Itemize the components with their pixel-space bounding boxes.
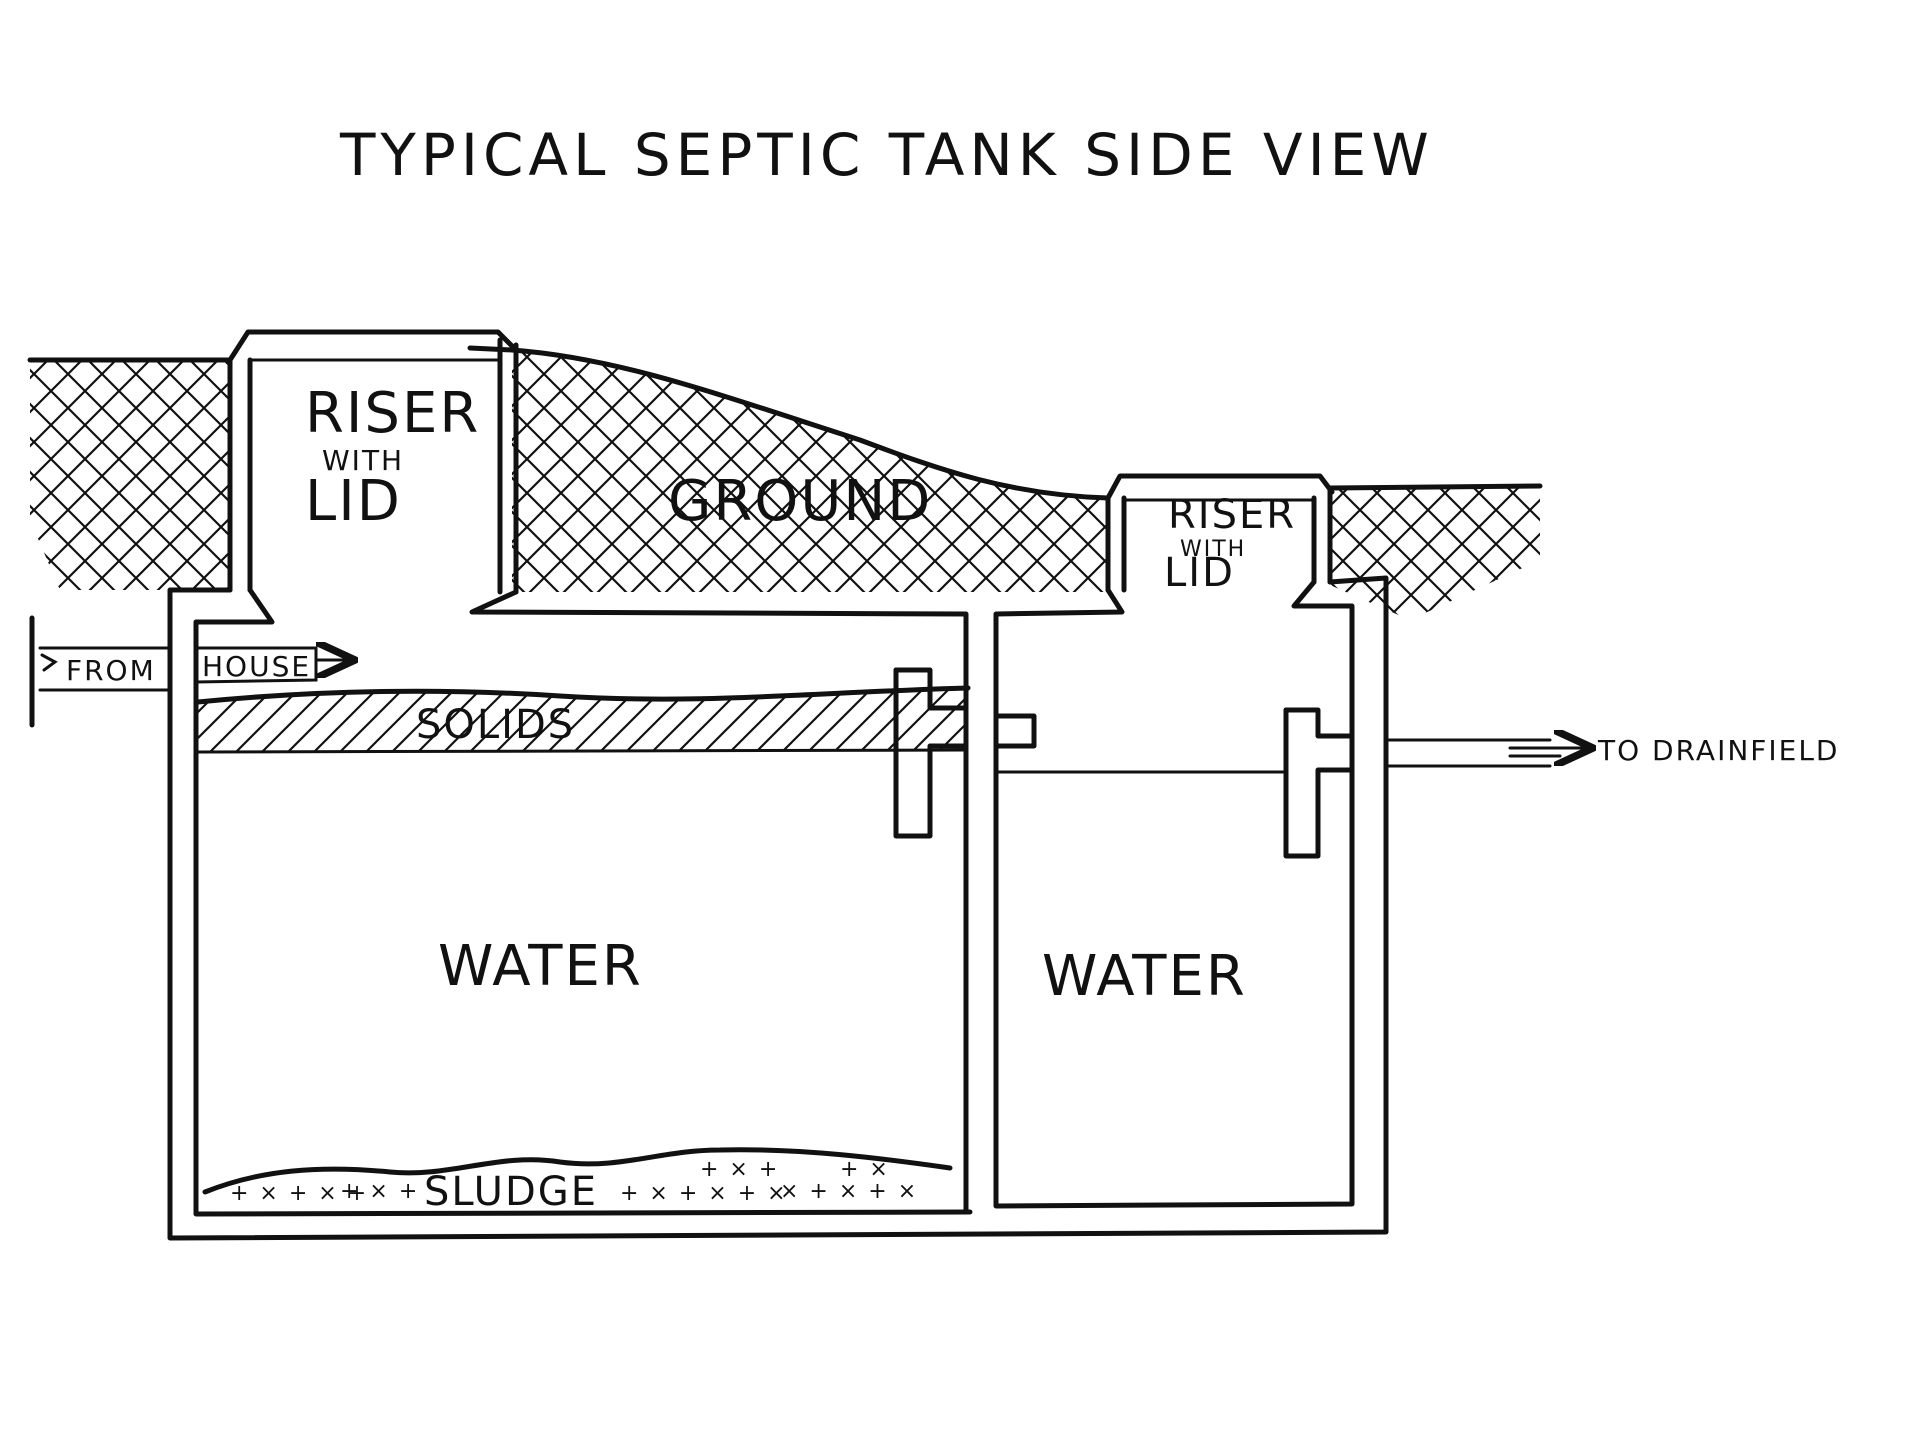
riser-left — [227, 329, 519, 595]
svg-text:× + × + ×: × + × + × — [780, 1179, 918, 1204]
solids-label: SOLIDS — [416, 702, 575, 748]
inlet-house-label: HOUSE — [202, 650, 311, 683]
riser-right-with-label: WITH — [1180, 537, 1246, 562]
diagram-title: TYPICAL SEPTIC TANK SIDE VIEW — [339, 121, 1434, 189]
outlet-pipe — [1384, 740, 1590, 768]
sludge-label: SLUDGE — [424, 1169, 598, 1215]
ground-right — [1330, 488, 1540, 620]
riser-right-label: RISER — [1168, 492, 1296, 538]
water-left-label: WATER — [438, 934, 643, 999]
svg-text:+ × +: + × + — [700, 1157, 779, 1182]
outlet-tee — [1283, 707, 1355, 859]
ground-soil — [27, 345, 1543, 620]
ground-surface-right — [1327, 483, 1543, 491]
svg-text:+ × + × + ×: + × + × + × — [620, 1181, 788, 1206]
riser-left-with-label: WITH — [322, 444, 404, 477]
wall-pass-through — [993, 713, 1287, 774]
tank-outer-wall — [167, 575, 1389, 1241]
ground-middle — [512, 350, 1108, 592]
riser-left-label: RISER — [305, 381, 480, 446]
water-right-label: WATER — [1042, 944, 1247, 1009]
riser-right — [1105, 473, 1335, 593]
ground-left — [30, 360, 230, 590]
ground-surface-middle — [467, 345, 1111, 501]
riser-right-lid-label: LID — [1164, 550, 1235, 596]
sludge-layer: + × + × + + × + + × + × + × × + × + × + … — [202, 1147, 953, 1206]
solids-layer — [195, 685, 971, 754]
svg-text:+ × +: + × + — [340, 1179, 419, 1204]
riser-left-lid-label: LID — [305, 469, 402, 534]
inlet-baffle-tee — [893, 667, 969, 839]
svg-text:+ ×: + × — [840, 1157, 890, 1182]
outlet-label: TO DRAINFIELD — [1597, 734, 1840, 767]
riser-right-lid — [1105, 473, 1335, 501]
inlet-pipe — [29, 615, 352, 728]
inlet-from-label: FROM — [66, 654, 156, 687]
riser-left-lid — [227, 329, 519, 363]
ground-label: GROUND — [668, 469, 932, 534]
svg-text:+ × + × +: + × + × + — [230, 1181, 368, 1206]
